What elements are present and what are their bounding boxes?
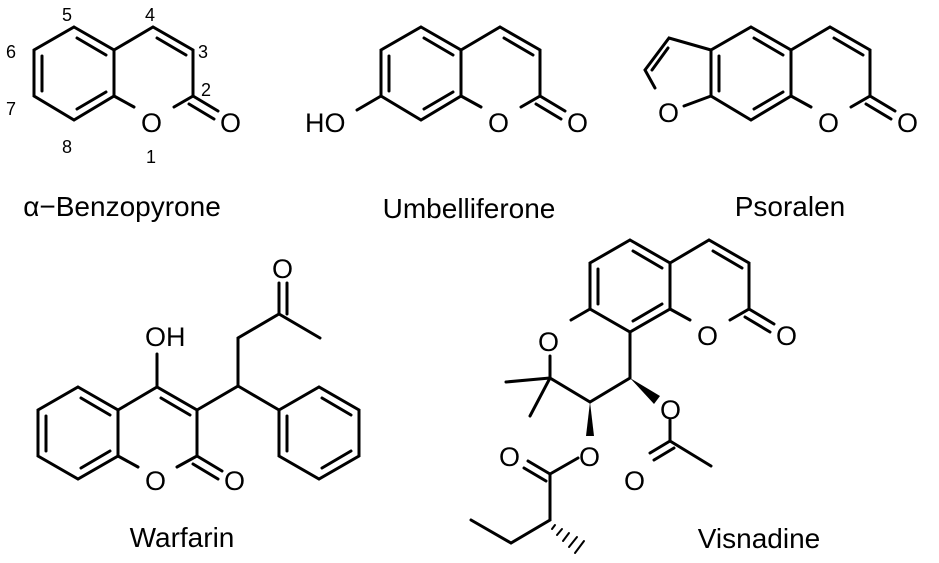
visnadine-ester-carbonyl-right: O — [624, 466, 645, 496]
position-7-label: 7 — [6, 99, 16, 119]
benzopyrone-carbonyl-oxygen: O — [220, 108, 241, 138]
position-3-label: 3 — [198, 42, 208, 62]
position-8-label: 8 — [62, 137, 72, 157]
visnadine-ring-oxygen: O — [697, 321, 718, 351]
umbelliferone-structure: HO O O Umbelliferone — [305, 25, 588, 224]
visnadine-name: Visnadine — [698, 523, 820, 554]
umbelliferone-ring-oxygen: O — [488, 108, 509, 138]
position-1-label: 1 — [146, 147, 156, 167]
umbelliferone-hydroxyl: HO — [305, 108, 346, 138]
warfarin-ketone-oxygen: O — [272, 254, 293, 284]
visnadine-ester-oxygen-right: O — [660, 395, 681, 425]
benzopyrone-name: α−Benzopyrone — [23, 191, 221, 222]
warfarin-ring-oxygen: O — [145, 466, 166, 496]
umbelliferone-name: Umbelliferone — [383, 193, 556, 224]
visnadine-ester-carbonyl-left: O — [499, 442, 520, 472]
visnadine-structure: O O O O O O O Visnadine — [469, 238, 820, 554]
psoralen-structure: O O O Psoralen — [643, 25, 918, 222]
psoralen-name: Psoralen — [735, 191, 846, 222]
hashed-stereo-bond — [551, 524, 585, 554]
visnadine-pyran-oxygen: O — [538, 327, 559, 357]
benzopyrone-structure: O O 1 2 3 4 5 6 7 8 α−Benzopyrone — [6, 5, 241, 222]
position-2-label: 2 — [201, 80, 211, 100]
position-5-label: 5 — [62, 5, 72, 25]
position-4-label: 4 — [145, 5, 155, 25]
umbelliferone-carbonyl-oxygen: O — [567, 108, 588, 138]
warfarin-structure: OH O O O Warfarin — [36, 254, 361, 553]
psoralen-furan-oxygen: O — [658, 98, 679, 128]
psoralen-carbonyl-oxygen: O — [897, 108, 918, 138]
warfarin-carbonyl-oxygen: O — [224, 466, 245, 496]
psoralen-ring-oxygen: O — [818, 108, 839, 138]
benzopyrone-ring-oxygen: O — [141, 108, 162, 138]
visnadine-ester-oxygen-left: O — [579, 442, 600, 472]
warfarin-name: Warfarin — [130, 522, 235, 553]
position-6-label: 6 — [6, 42, 16, 62]
warfarin-hydroxyl: OH — [145, 322, 186, 352]
visnadine-carbonyl-oxygen: O — [776, 321, 797, 351]
